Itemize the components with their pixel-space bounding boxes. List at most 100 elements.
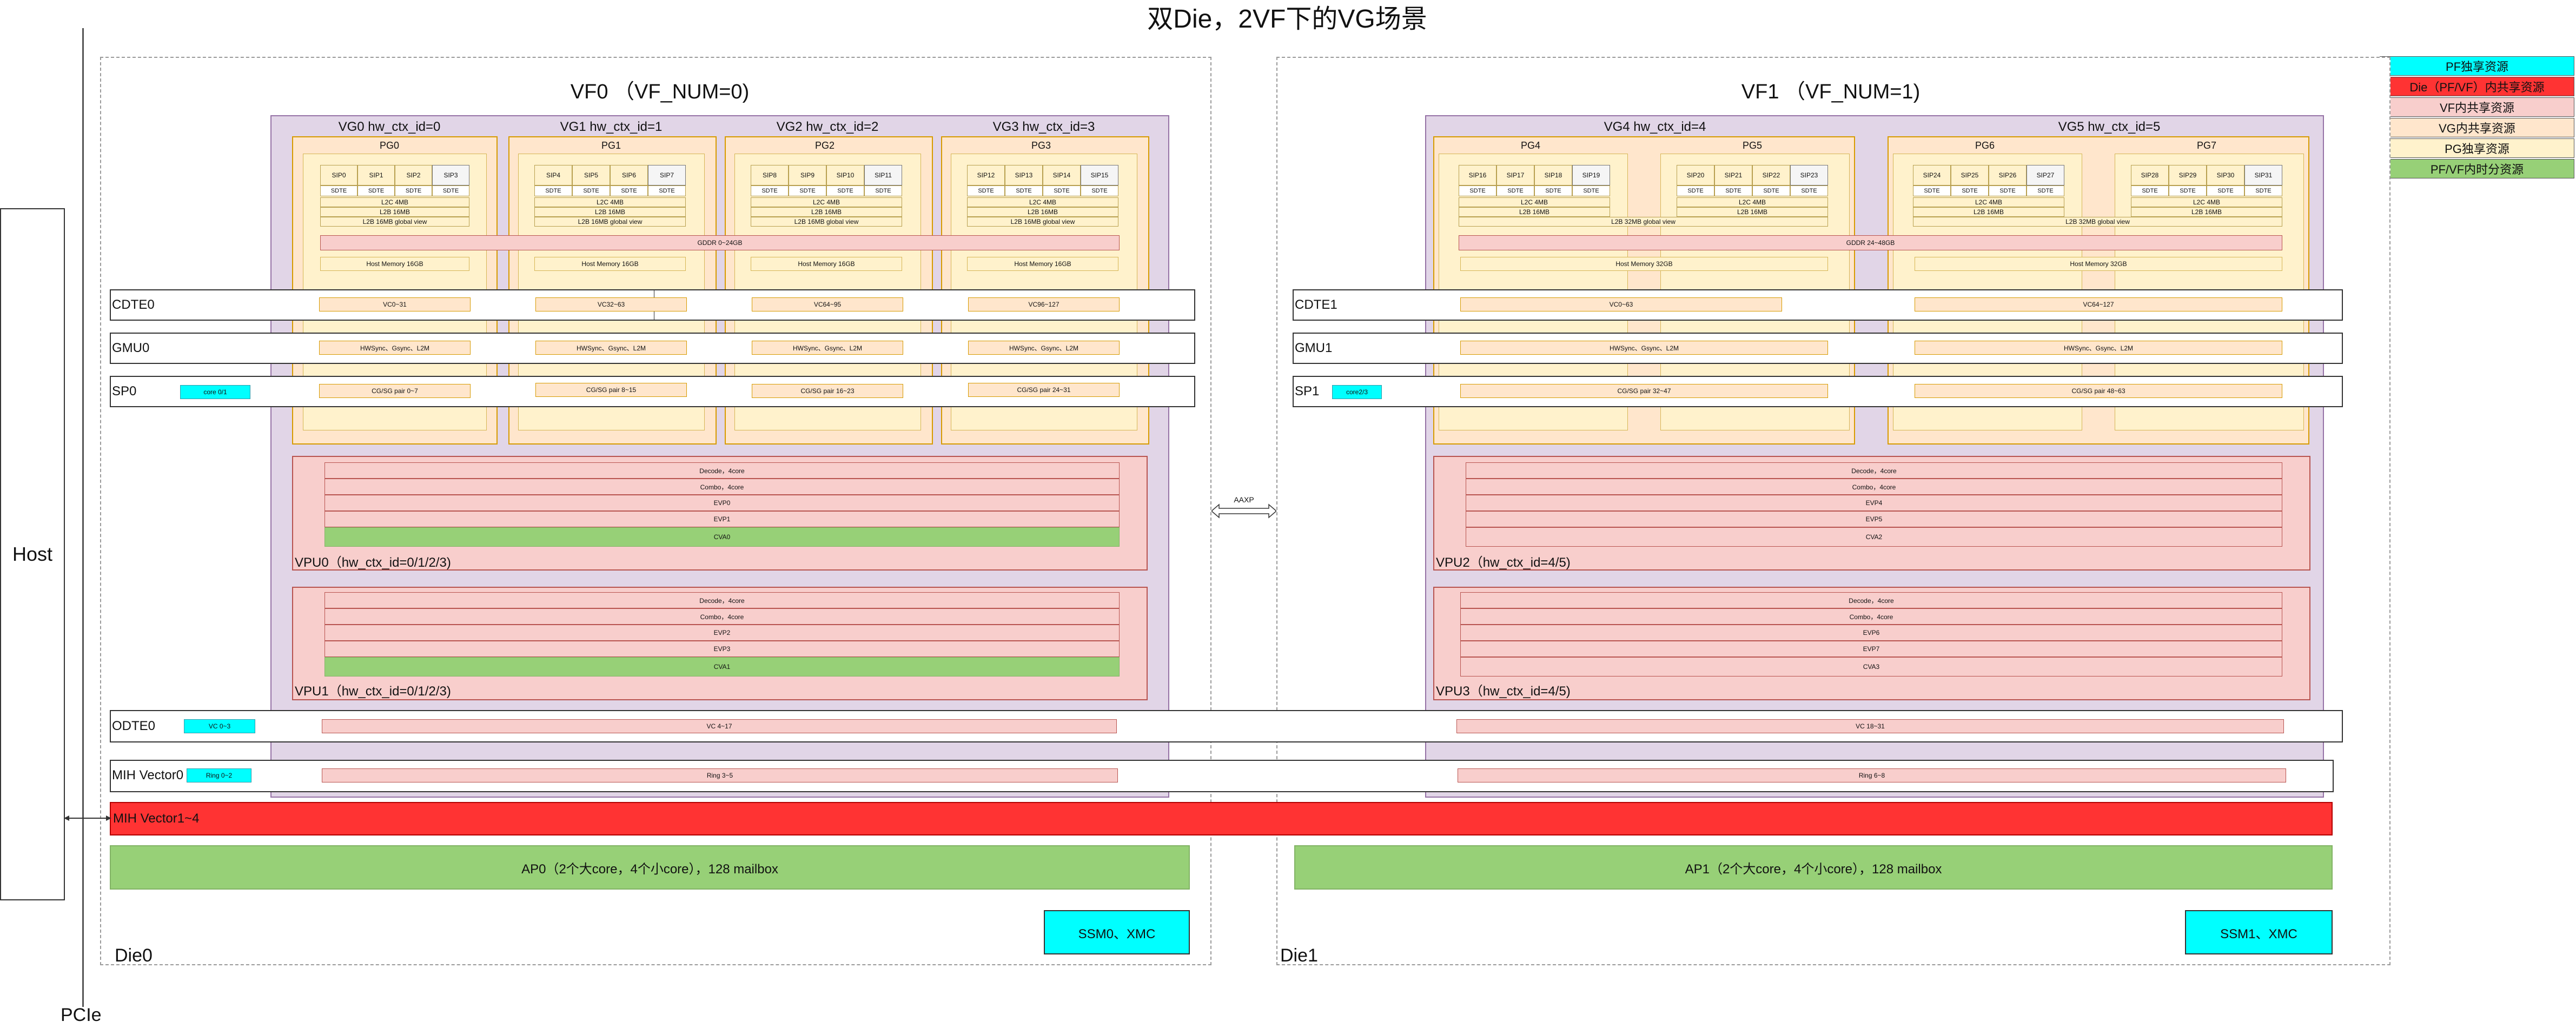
pg0-sip-0: SIP0 (320, 165, 357, 185)
pg5-sdte-0: SDTE (1677, 185, 1714, 196)
pg5-l2c: L2C 4MB (1677, 197, 1828, 207)
die1-label: Die1 (1280, 945, 1318, 966)
die0-label: Die0 (115, 945, 153, 966)
legend: PF独享资源 Die（PF/VF）内共享资源 VF内共享资源 VG内共享资源 P… (2380, 56, 2576, 184)
pg0-sdte-2: SDTE (395, 185, 432, 196)
gmu0-cell-1: HWSync、Gsync、L2M (535, 341, 687, 355)
pg7-label: PG7 (2196, 140, 2217, 151)
vpu3-item-2: EVP6 (1460, 625, 2282, 641)
pg2-host-memory: Host Memory 16GB (751, 257, 902, 271)
vpu3-item-1: Combo，4core (1460, 608, 2282, 625)
pg5-sdte-3: SDTE (1790, 185, 1828, 196)
pg7-sip-0: SIP28 (2131, 165, 2169, 185)
vpu1-label: VPU1（hw_ctx_id=0/1/2/3) (295, 684, 451, 699)
vpu2-item-1: Combo，4core (1466, 479, 2282, 495)
odte0-vc-pf: VC 0~3 (184, 719, 255, 733)
vg2-header: VG2 hw_ctx_id=2 (776, 120, 879, 134)
pg0-sip-2: SIP2 (395, 165, 432, 185)
pg6-sdte-3: SDTE (2027, 185, 2064, 196)
sp0-label: SP0 (112, 384, 137, 399)
vpu0-item-3: EVP1 (325, 511, 1120, 527)
pg2-sdte-3: SDTE (864, 185, 902, 196)
pg5-sdte-1: SDTE (1714, 185, 1752, 196)
pg0-sdte-3: SDTE (432, 185, 469, 196)
vpu2-label: VPU2（hw_ctx_id=4/5) (1436, 555, 1571, 570)
vpu1-item-0: Decode，4core (325, 592, 1120, 608)
pg3-l2c: L2C 4MB (967, 197, 1118, 207)
mih-vector0-ring-vf0: Ring 3~5 (322, 768, 1118, 782)
pg4-sdte-0: SDTE (1459, 185, 1496, 196)
pg4-sip-2: SIP18 (1534, 165, 1572, 185)
pg1-sip-2: SIP6 (610, 165, 648, 185)
pg3-sdte-3: SDTE (1081, 185, 1118, 196)
pg5-l2b: L2B 16MB (1677, 207, 1828, 217)
vg4-l2b-view: L2B 32MB global view (1459, 217, 1828, 227)
vg4-host-memory: Host Memory 32GB (1460, 257, 1828, 271)
pg3-sip-2: SIP14 (1043, 165, 1081, 185)
sp0-pair-1: CG/SG pair 8~15 (535, 383, 687, 397)
vf1-gddr: GDDR 24~48GB (1459, 235, 2282, 250)
vg5-l2b-view: L2B 32MB global view (1913, 217, 2282, 227)
pg5-label: PG5 (1742, 140, 1763, 151)
pg0-l2b-view: L2B 16MB global view (320, 217, 469, 227)
gmu1-cell-1: HWSync、Gsync、L2M (1915, 341, 2282, 355)
cdte1-vc-1: VC64~127 (1915, 297, 2282, 311)
pg2-sip-2: SIP10 (826, 165, 864, 185)
vg4-header: VG4 hw_ctx_id=4 (1604, 120, 1706, 134)
pg0-sip-1: SIP1 (357, 165, 395, 185)
pg2-sip-1: SIP9 (789, 165, 826, 185)
pg5-sip-1: SIP21 (1714, 165, 1752, 185)
pg2-l2b-view: L2B 16MB global view (751, 217, 902, 227)
vpu2-item-0: Decode，4core (1466, 462, 2282, 479)
pg1-sdte-3: SDTE (648, 185, 686, 196)
vpu3-label: VPU3（hw_ctx_id=4/5) (1436, 684, 1571, 699)
pg2-l2c: L2C 4MB (751, 197, 902, 207)
pg6-sip-1: SIP25 (1951, 165, 1989, 185)
vf0-title: VF0 （VF_NUM=0) (570, 80, 750, 103)
mih-vector0-ring-pf: Ring 0~2 (187, 768, 251, 782)
vg1-header: VG1 hw_ctx_id=1 (560, 120, 663, 134)
pg1-sip-3: SIP7 (648, 165, 686, 185)
vg3-header: VG3 hw_ctx_id=3 (992, 120, 1095, 134)
vpu2-item-4: CVA2 (1466, 527, 2282, 547)
legend-vf-shared: VF内共享资源 (2380, 97, 2574, 117)
legend-pg-exclusive: PG独享资源 (2380, 138, 2574, 158)
pg1-label: PG1 (601, 140, 621, 151)
pg1-l2c: L2C 4MB (534, 197, 686, 207)
pg4-sip-1: SIP17 (1496, 165, 1534, 185)
ssm1-box: SSM1、XMC (2185, 910, 2333, 954)
vpu0-item-1: Combo，4core (325, 479, 1120, 495)
pg1-sip-0: SIP4 (534, 165, 572, 185)
vg0-header: VG0 hw_ctx_id=0 (338, 120, 441, 134)
pg5-sip-2: SIP22 (1752, 165, 1790, 185)
legend-vg-shared: VG内共享资源 (2380, 118, 2574, 137)
pg6-sdte-2: SDTE (1989, 185, 2027, 196)
pg7-sdte-3: SDTE (2244, 185, 2282, 196)
pg7-sdte-2: SDTE (2207, 185, 2244, 196)
vg5-host-memory: Host Memory 32GB (1915, 257, 2282, 271)
vf1-title: VF1 （VF_NUM=1) (1741, 80, 1921, 103)
pg2-l2b: L2B 16MB (751, 207, 902, 217)
cdte0-vc-0: VC0~31 (319, 297, 471, 311)
gmu0-cell-2: HWSync、Gsync、L2M (752, 341, 903, 355)
pg7-sdte-0: SDTE (2131, 185, 2169, 196)
pg3-sip-3: SIP15 (1081, 165, 1118, 185)
sp1-pair-1: CG/SG pair 48~63 (1915, 384, 2282, 398)
cdte1-vc-0: VC0~63 (1460, 297, 1782, 311)
aaxp-link: AAXP (1211, 495, 1276, 522)
pg6-l2b: L2B 16MB (1913, 207, 2064, 217)
pg3-host-memory: Host Memory 16GB (967, 257, 1118, 271)
mih-vector1-4-label: MIH Vector1~4 (113, 811, 200, 826)
vpu1-item-4: CVA1 (325, 657, 1120, 677)
cdte0-label: CDTE0 (112, 297, 155, 312)
pg3-sip-0: SIP12 (967, 165, 1005, 185)
ssm0-box: SSM0、XMC (1044, 910, 1190, 954)
odte0-vc-vf0: VC 4~17 (322, 719, 1117, 733)
vf0-gddr: GDDR 0~24GB (320, 235, 1120, 250)
legend-die-shared: Die（PF/VF）内共享资源 (2380, 77, 2574, 96)
pg6-l2c: L2C 4MB (1913, 197, 2064, 207)
pg7-sip-1: SIP29 (2169, 165, 2207, 185)
pg0-sdte-0: SDTE (320, 185, 357, 196)
odte0-label: ODTE0 (112, 719, 156, 733)
pg2-sdte-1: SDTE (789, 185, 826, 196)
